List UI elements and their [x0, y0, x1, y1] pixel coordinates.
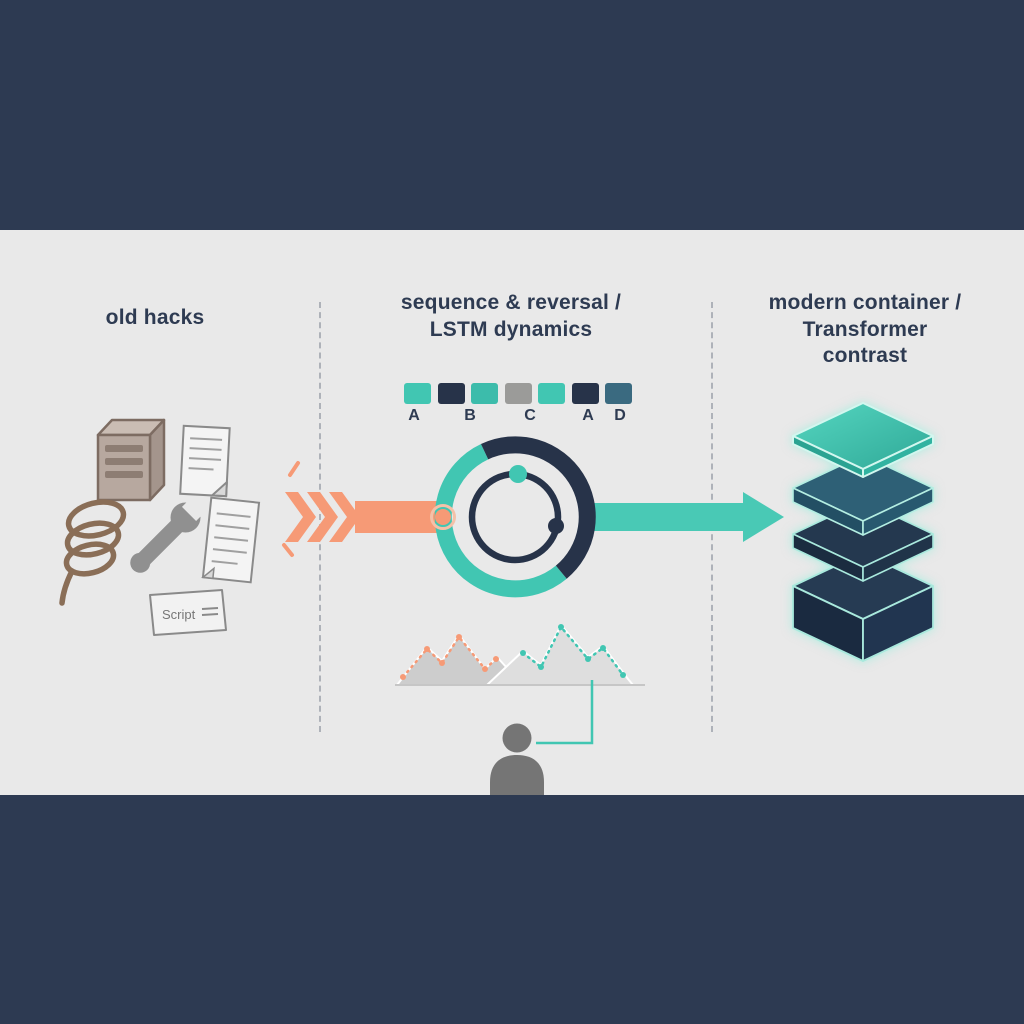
teal-trend-line [521, 624, 625, 677]
wrench-icon [130, 496, 207, 573]
connector-line [536, 680, 594, 745]
sequence-square [504, 383, 532, 404]
sequence-line-chart [395, 624, 645, 686]
teal-node-dot [509, 465, 527, 483]
orange-input-dot-halo [430, 504, 456, 530]
script-icon: Script [149, 589, 227, 636]
stack-layer-bottom [792, 552, 934, 662]
sequence-square [404, 383, 431, 404]
stack-layer-top [792, 402, 934, 478]
coil-icon [59, 499, 127, 606]
sequence-square [605, 383, 632, 404]
person-silhouette [490, 723, 544, 795]
column-separator-left [319, 302, 321, 732]
sequence-label: A [408, 407, 420, 424]
script-label: Script [162, 607, 196, 622]
orange-trend-dots [400, 634, 499, 680]
person-and-connector [490, 680, 594, 795]
right-column-title-line3: contrast [822, 344, 908, 367]
old-hacks-icons: Script [59, 418, 261, 636]
ring-teal-arc [434, 444, 567, 598]
document-icon [179, 424, 231, 498]
orange-chevron-arrow [285, 492, 448, 542]
middle-column-title-line2: LSTM dynamics [429, 318, 593, 341]
sequence-square [471, 383, 498, 404]
sequence-square [437, 383, 465, 404]
lstm-cycle-ring [430, 436, 596, 598]
sequence-square [571, 383, 599, 404]
sequence-label: D [614, 407, 626, 424]
left-column-title: old hacks [105, 306, 205, 329]
right-column-title-line1: modern container / [768, 291, 962, 314]
middle-column-title-line1: sequence & reversal / [400, 291, 622, 314]
stack-layer-2 [792, 454, 934, 536]
sequence-square [538, 383, 565, 404]
server-icon [96, 418, 166, 502]
orange-input-dot [435, 509, 451, 525]
sequence-label: A [582, 407, 594, 424]
teal-trend-dots [520, 624, 626, 678]
spark-icon [282, 461, 300, 557]
bottom-band [0, 795, 1024, 1024]
inner-cycle-ring [468, 470, 562, 564]
transformer-container-stack [792, 402, 934, 662]
top-band [0, 0, 1024, 230]
teal-arrow [593, 492, 784, 542]
navy-node-dot [548, 518, 564, 534]
right-column-title-line2: Transformer [802, 318, 928, 341]
ring-navy-arc [480, 436, 596, 579]
sequence-label: B [464, 407, 476, 424]
main-panel: old hacks sequence & reversal / LSTM dyn… [0, 230, 1024, 795]
sequence-label: C [524, 407, 536, 424]
note-icon [201, 496, 261, 584]
